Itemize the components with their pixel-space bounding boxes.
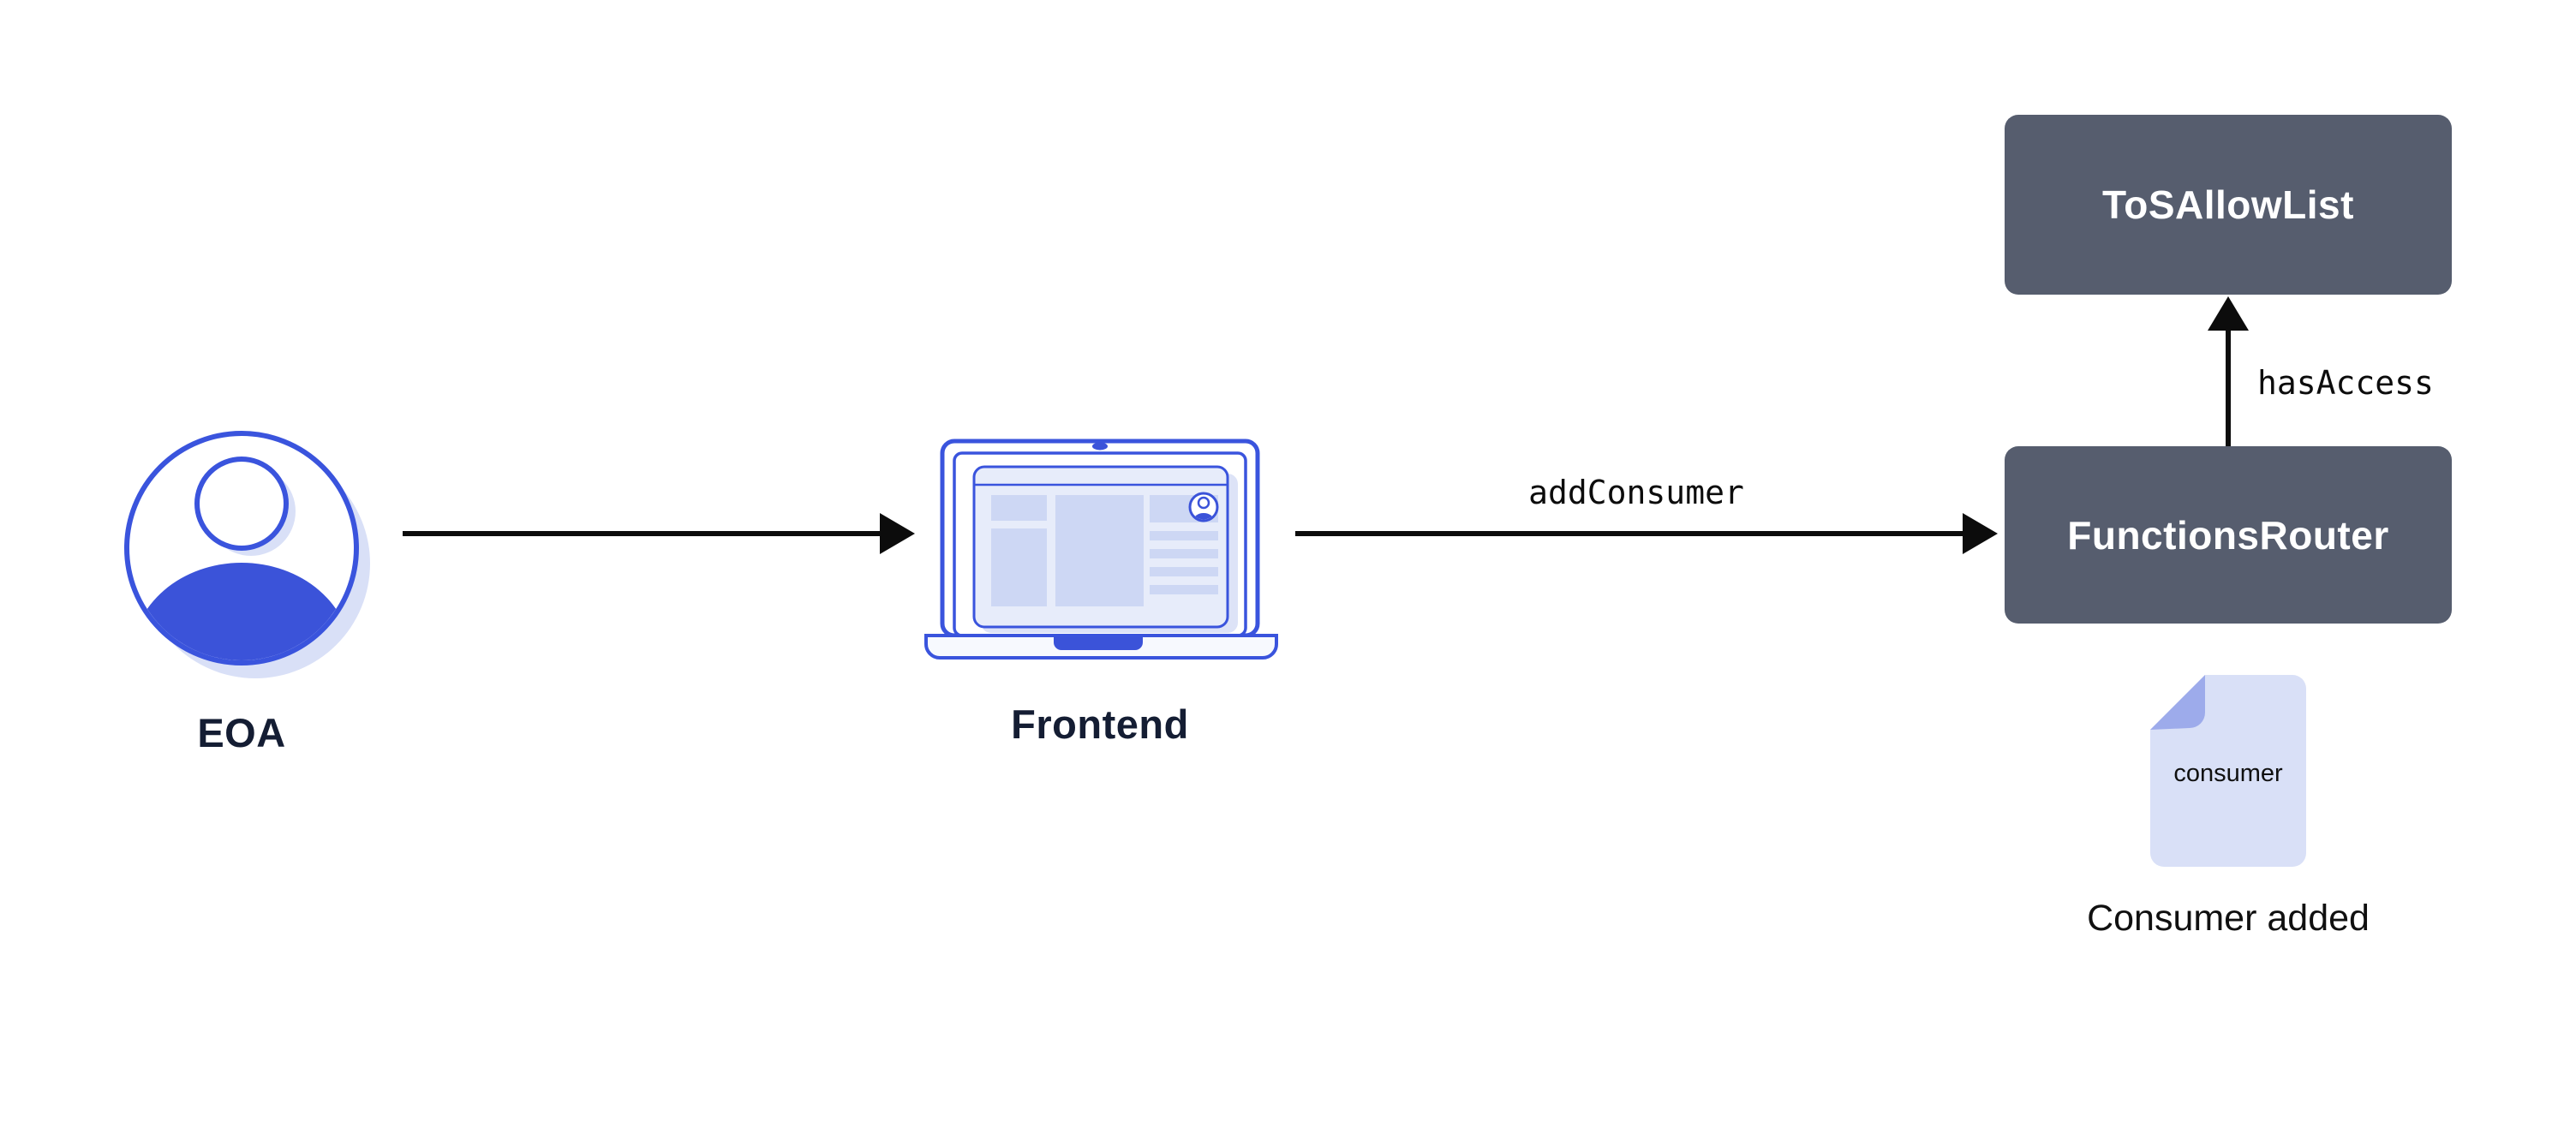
browser-avatar-icon bbox=[1188, 492, 1219, 522]
avatar-shoulders bbox=[132, 563, 351, 660]
browser-content-blocks bbox=[991, 495, 1218, 606]
document-fold bbox=[2150, 675, 2205, 730]
arrow-frontend-to-functionsrouter bbox=[1295, 513, 1998, 554]
person-avatar-icon bbox=[124, 431, 370, 678]
laptop-base-notch bbox=[1054, 637, 1143, 650]
edge-label-addconsumer: addConsumer bbox=[1528, 474, 1744, 511]
arrow-functionsrouter-to-tosallowlist bbox=[2208, 296, 2249, 446]
avatar-head bbox=[194, 457, 289, 551]
laptop-webcam-icon bbox=[1092, 442, 1108, 451]
document-icon: consumer bbox=[2150, 675, 2306, 867]
node-functionsrouter: FunctionsRouter bbox=[2005, 446, 2452, 624]
laptop-browser-icon bbox=[924, 439, 1278, 660]
tosallowlist-label: ToSAllowList bbox=[2102, 182, 2354, 227]
document-label: consumer bbox=[2173, 760, 2283, 787]
node-tosallowlist: ToSAllowList bbox=[2005, 115, 2452, 295]
functionsrouter-label: FunctionsRouter bbox=[2067, 512, 2389, 558]
frontend-label: Frontend bbox=[1011, 701, 1189, 747]
consumer-added-caption: Consumer added bbox=[2087, 898, 2370, 939]
edge-label-hasaccess: hasAccess bbox=[2257, 364, 2434, 402]
arrow-eoa-to-frontend bbox=[403, 513, 915, 554]
eoa-label: EOA bbox=[197, 710, 286, 755]
